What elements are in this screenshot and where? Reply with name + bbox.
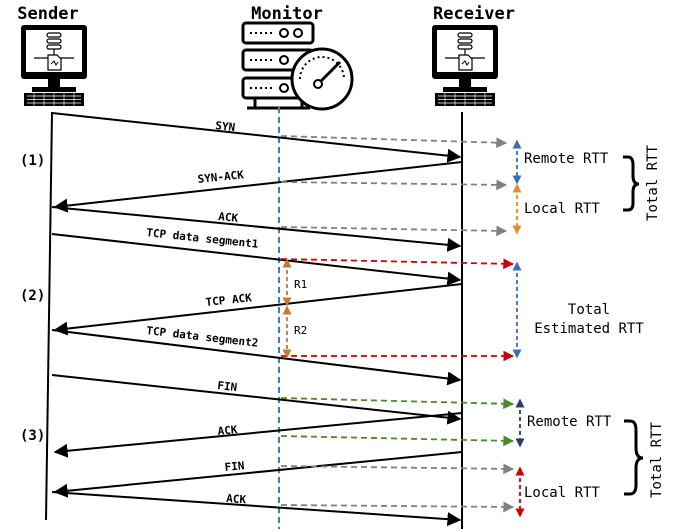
ack-label-3: ACK [226,492,247,506]
ack-arrow-1 [51,206,462,252]
syn-ack-monitor-projection [280,179,508,191]
remote-rtt-label-1: Remote RTT [524,151,609,167]
total-rtt-brace-3 [624,419,644,496]
syn-ack-label: SYN-ACK [197,168,245,186]
phase-label-2: (2) [20,288,45,304]
ack-label-1: ACK [218,210,239,225]
sender-computer-icon [20,24,88,107]
ack-monitor-projection [280,225,508,237]
fin-label-1: FIN [217,379,238,394]
tcp-ack-label: TCP ACK [205,291,253,309]
data-segment2-label: TCP data segment2 [146,324,259,350]
ack-arrow-3 [51,491,462,527]
local-rtt-label-3: Local RTT [524,485,600,501]
total-rtt-label-1: Total RTT [645,145,661,221]
total-rtt-label-3: Total RTT [649,422,665,498]
receiver-computer-icon [431,24,499,107]
monitor-title: Monitor [251,4,323,24]
remote-rtt-label-3: Remote RTT [527,414,612,430]
sender-lifeline [45,111,53,521]
phase-label-1: (1) [20,153,45,169]
phase-label-3: (3) [20,428,45,444]
syn-monitor-projection [280,135,508,149]
ack-label-2: ACK [217,423,238,438]
sender-title: Sender [17,4,78,24]
fin1-monitor-projection [280,397,515,410]
tcp-ack-arrow [53,283,463,336]
total-rtt-brace-1 [623,155,640,212]
server-with-gauge-icon [241,21,354,111]
local-rtt-label-1: Local RTT [524,201,600,217]
syn-arrow [51,112,462,163]
r2-label: R2 [294,324,307,337]
segment1-monitor-projection [280,258,515,270]
total-estimated-rtt-line1: Total [568,302,610,318]
ack3-monitor-projection [280,501,515,513]
receiver-title: Receiver [433,4,515,24]
data-segment2-arrow [51,329,462,386]
data-segment1-arrow [51,233,462,286]
syn-label: SYN [215,119,236,134]
fin2-monitor-projection [280,463,515,475]
fin-arrow-1 [51,374,462,425]
ack2-monitor-projection [280,435,515,447]
syn-ack-arrow [53,161,463,213]
fin-label-2: FIN [224,459,245,474]
ack-arrow-2 [53,412,463,458]
r1-label: R1 [294,278,307,291]
fin-arrow-2 [53,451,463,498]
total-estimated-rtt-line2: Estimated RTT [534,321,644,337]
